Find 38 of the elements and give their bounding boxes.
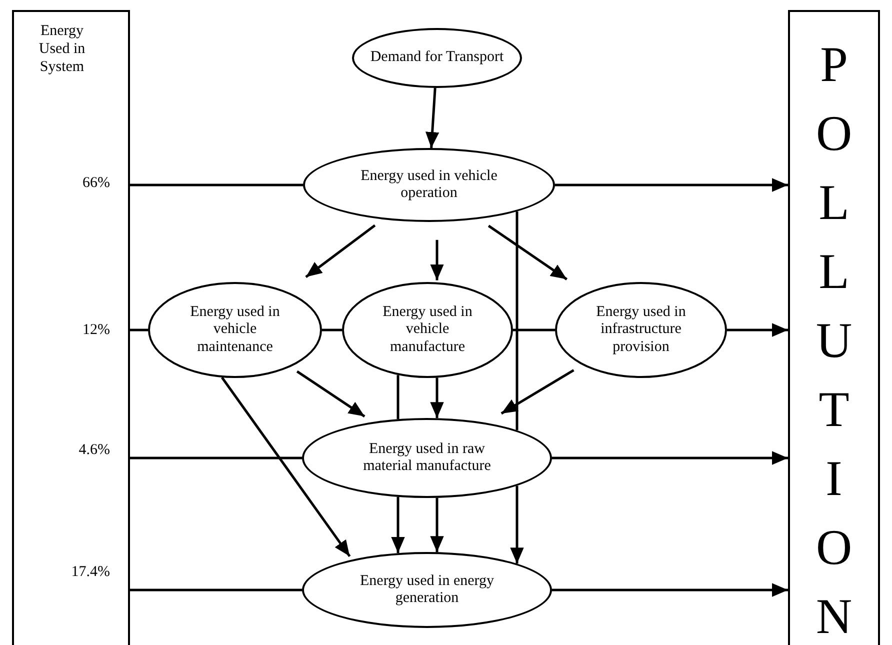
connector-line [130,184,303,186]
percentage-label: 4.6% [78,442,110,459]
arrow [510,486,524,564]
ellipse-label: Demand for Transport [369,49,505,67]
percentage-label: 17.4% [70,564,110,581]
ellipse-label: Energy used in infrastructure provision [595,304,687,356]
ellipse-label: Energy used in vehicle maintenance [189,304,281,356]
arrow [552,583,788,597]
connector-line [516,212,518,430]
connector-line [322,328,342,332]
connector-line [130,328,148,332]
arrow [488,224,568,280]
percentage-label: 12% [82,322,110,339]
connector-line [513,328,555,332]
arrow [430,498,444,552]
arrow [425,88,440,148]
column-heading: Energy Used in System [38,22,86,76]
connector-line [396,375,400,420]
arrow [552,451,788,465]
arrow [430,240,444,280]
arrow [555,178,788,192]
arrow [727,323,788,337]
percentage-label: 66% [82,175,110,192]
pollution-column [788,10,880,645]
ellipse-label: Energy used in raw material manufacture [362,440,492,476]
arrow [296,370,366,418]
ellipse-label: Energy used in vehicle operation [360,168,498,202]
arrow [500,369,574,415]
arrow [220,376,351,558]
connector-line [130,456,302,460]
energy-column [12,10,130,645]
ellipse-label: Energy used in energy generation [359,572,495,608]
vertical-heading: POLLUTION [814,35,854,645]
arrow [391,496,405,553]
connector-line [130,588,302,592]
ellipse-label: Energy used in vehicle manufacture [382,304,474,356]
arrow [305,224,376,278]
arrow [430,378,444,418]
